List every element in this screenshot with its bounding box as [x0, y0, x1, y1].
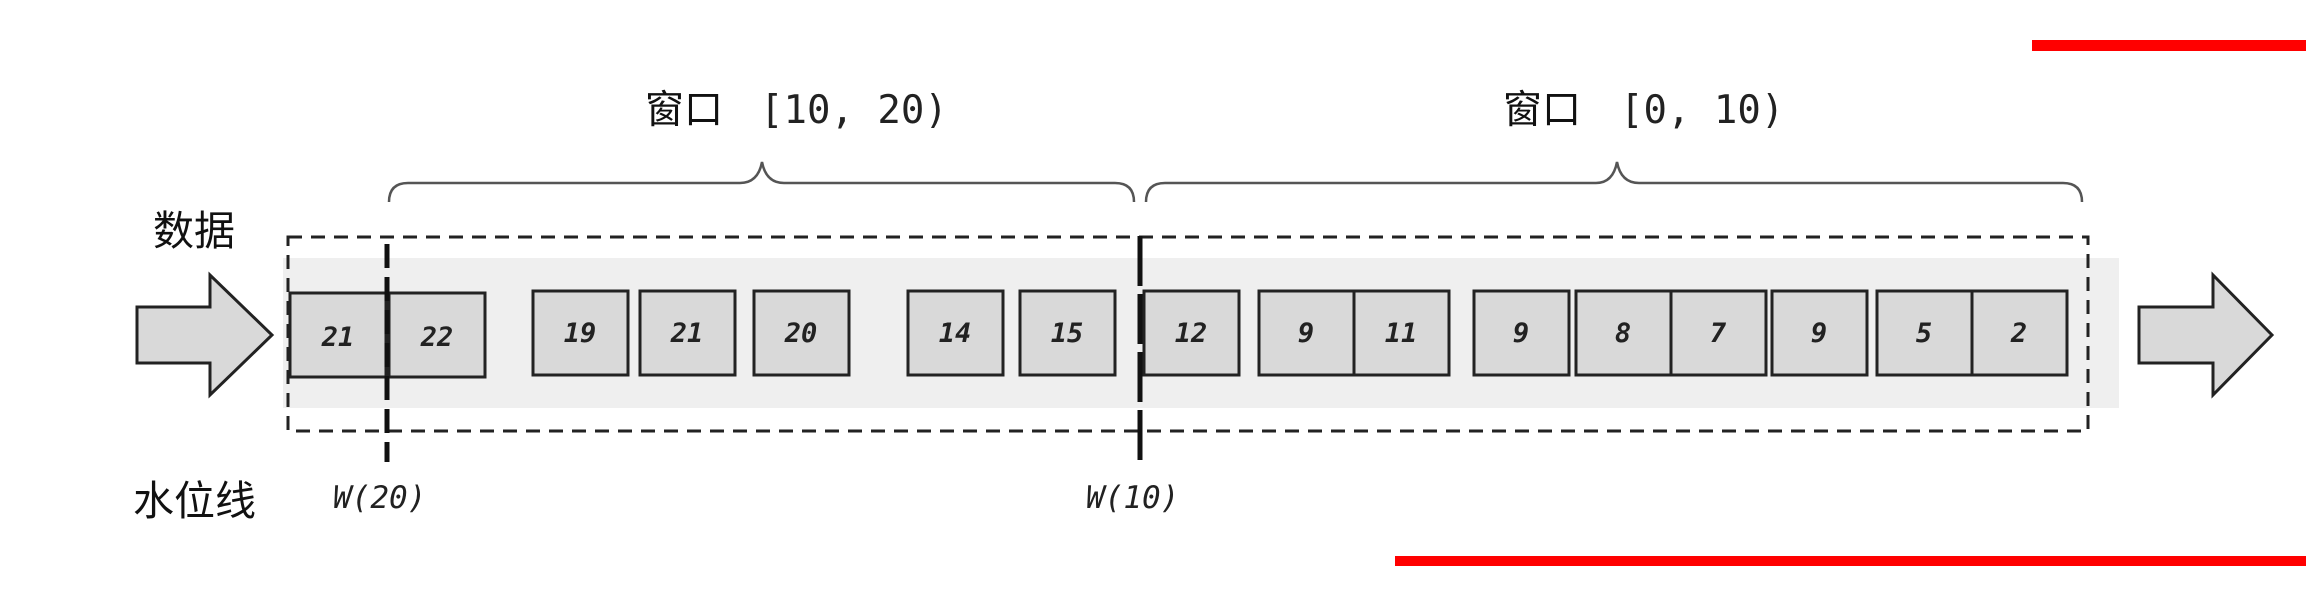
event-box: 9 [1472, 289, 1571, 377]
event-box: 15 [1018, 289, 1117, 377]
event-box-rect [1970, 289, 2069, 377]
event-box-value: 20 [784, 318, 818, 349]
event-box: 2 [1970, 289, 2069, 377]
window-title-10-20: 窗口 [10, 20) [645, 88, 948, 133]
event-box-value: 2 [2010, 318, 2027, 349]
event-box-value: 9 [1298, 318, 1314, 349]
window-title-cn: 窗口 [1503, 88, 1581, 133]
event-box-rect [906, 289, 1005, 377]
event-box-rect [1770, 289, 1869, 377]
event-box-value: 21 [670, 318, 704, 349]
event-box: 14 [906, 289, 1005, 377]
event-box-rect [1352, 289, 1451, 377]
event-box-rect [288, 291, 388, 379]
window-title-0-10: 窗口 [0, 10) [1503, 88, 1784, 133]
event-box-rect [752, 289, 851, 377]
event-box-value: 5 [1916, 318, 1932, 349]
window-brace-0-10 [1144, 161, 2084, 203]
event-box-value: 9 [1811, 318, 1827, 349]
event-box-rect [638, 289, 737, 377]
window-brace-10-20 [387, 161, 1136, 203]
event-box-rect [1018, 289, 1117, 377]
event-box: 22 [387, 291, 487, 379]
event-box-rect [1142, 289, 1241, 377]
event-box-value: 9 [1513, 318, 1529, 349]
event-box: 12 [1142, 289, 1241, 377]
red-artifact-bottom [1395, 556, 2306, 566]
window-title-range: [10, 20) [760, 88, 948, 133]
event-box-value: 7 [1710, 318, 1727, 349]
watermark-label-w10: W(10) [1086, 480, 1179, 516]
event-box: 9 [1770, 289, 1869, 377]
output-arrow-icon [2137, 271, 2275, 399]
input-arrow-icon [135, 271, 275, 399]
event-box-value: 8 [1615, 318, 1631, 349]
event-box: 9 [1257, 289, 1356, 377]
event-box-value: 11 [1385, 318, 1418, 349]
red-artifact-top [2032, 40, 2306, 51]
window-title-range: [0, 10) [1620, 88, 1784, 133]
event-box: 5 [1875, 289, 1974, 377]
event-box-value: 22 [420, 322, 454, 353]
stream-outline [286, 235, 2090, 433]
event-box: 19 [531, 289, 630, 377]
event-box: 7 [1669, 289, 1768, 377]
event-box-rect [1472, 289, 1571, 377]
event-box: 8 [1574, 289, 1673, 377]
event-box: 21 [638, 289, 737, 377]
event-box: 20 [752, 289, 851, 377]
event-box: 11 [1352, 289, 1451, 377]
watermark-label-w20: W(20) [333, 480, 426, 516]
event-box: 21 [288, 291, 388, 379]
event-box-rect [531, 289, 630, 377]
watermark-label: 水位线 [133, 477, 256, 525]
event-box-value: 19 [564, 318, 597, 349]
event-box-rect [1574, 289, 1673, 377]
event-box-value: 21 [321, 322, 355, 353]
event-box-value: 15 [1051, 318, 1084, 349]
event-boxes: 21 22 19 21 20 14 15 12 [288, 289, 2069, 379]
event-box-rect [387, 291, 487, 379]
window-title-cn: 窗口 [645, 88, 723, 133]
event-box-rect [1669, 289, 1768, 377]
event-box-value: 14 [939, 318, 972, 349]
event-box-value: 12 [1175, 318, 1208, 349]
data-label: 数据 [153, 207, 235, 255]
